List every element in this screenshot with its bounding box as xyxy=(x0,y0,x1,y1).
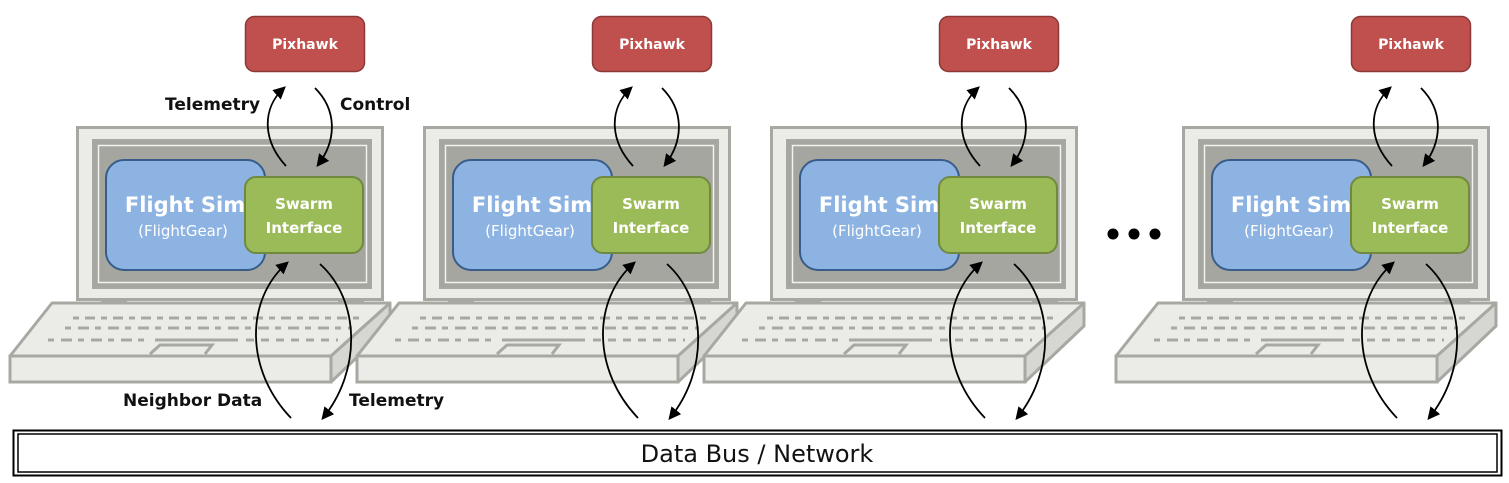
flight-sim-box: Flight Sim (FlightGear) xyxy=(452,159,613,271)
arrow-control-down xyxy=(1008,87,1027,168)
label-neighbor-data: Neighbor Data xyxy=(123,391,262,411)
base-side xyxy=(1023,301,1086,384)
arrow-control-down xyxy=(1420,87,1439,168)
hinge xyxy=(101,299,127,304)
arrow-control-down xyxy=(661,87,680,168)
hinge xyxy=(685,299,711,304)
label-telemetry-upper: Telemetry xyxy=(165,95,260,115)
hinge xyxy=(1032,299,1058,304)
base-front xyxy=(8,354,333,384)
pixhawk-label: Pixhawk xyxy=(619,37,685,53)
flight-sim-title: Flight Sim xyxy=(819,193,939,217)
arrow-control-down xyxy=(314,87,333,168)
laptop-base xyxy=(8,299,392,384)
flight-sim-title: Flight Sim xyxy=(472,193,592,217)
data-bus: Data Bus / Network xyxy=(12,429,1503,477)
pixhawk-box: Pixhawk xyxy=(1350,15,1472,73)
screen-bezel-line xyxy=(97,144,368,284)
data-bus-inner xyxy=(17,433,1498,473)
arrow-telemetry-down xyxy=(319,263,353,420)
laptop-base xyxy=(702,299,1086,384)
screen-bezel-line xyxy=(791,144,1062,284)
ellipsis-dot xyxy=(1107,228,1119,240)
arrow-telemetry-down xyxy=(666,263,700,420)
label-telemetry-lower: Telemetry xyxy=(349,391,444,411)
swarm-title-line2: Interface xyxy=(1372,219,1449,237)
data-flow-arrows xyxy=(602,86,700,420)
base-front xyxy=(1114,354,1439,384)
trackpad xyxy=(842,343,910,356)
arrow-neighbor-data-up xyxy=(255,261,292,419)
flight-sim-box: Flight Sim (FlightGear) xyxy=(105,159,266,271)
pixhawk-label: Pixhawk xyxy=(966,37,1032,53)
ellipsis-dot xyxy=(1128,228,1140,240)
trackpad xyxy=(1254,343,1322,356)
arrow-telemetry-up xyxy=(1372,86,1393,167)
trackpad xyxy=(148,343,216,356)
pixhawk-label: Pixhawk xyxy=(1378,37,1444,53)
hinge xyxy=(1444,299,1470,304)
arrow-telemetry-up xyxy=(960,86,981,167)
flight-sim-subtitle: (FlightGear) xyxy=(138,222,228,240)
laptop-base xyxy=(1114,299,1498,384)
arrow-neighbor-data-up xyxy=(949,261,986,419)
data-bus-outer xyxy=(12,429,1503,477)
pixhawk-box: Pixhawk xyxy=(591,15,713,73)
arrow-neighbor-data-up xyxy=(1361,261,1398,419)
base-front xyxy=(355,354,680,384)
pixhawk-label: Pixhawk xyxy=(272,37,338,53)
base-side xyxy=(1435,301,1498,384)
flight-sim-subtitle: (FlightGear) xyxy=(485,222,575,240)
hinge xyxy=(1207,299,1233,304)
arrow-neighbor-data-up xyxy=(602,261,639,419)
swarm-title-line2: Interface xyxy=(613,219,690,237)
hinge xyxy=(795,299,821,304)
arrow-telemetry-up xyxy=(266,86,287,167)
data-flow-arrows xyxy=(949,86,1047,420)
flight-sim-box: Flight Sim (FlightGear) xyxy=(1211,159,1372,271)
arrow-telemetry-down xyxy=(1425,263,1459,420)
swarm-title-line2: Interface xyxy=(960,219,1037,237)
pixhawk-box: Pixhawk xyxy=(244,15,366,73)
swarm-title-line1: Swarm xyxy=(275,195,333,213)
screen-bezel-line xyxy=(1203,144,1474,284)
hinge xyxy=(338,299,364,304)
base-front xyxy=(702,354,1027,384)
laptop-base xyxy=(355,299,739,384)
flight-sim-subtitle: (FlightGear) xyxy=(832,222,922,240)
ellipsis-dot xyxy=(1149,228,1161,240)
swarm-title-line1: Swarm xyxy=(969,195,1027,213)
swarm-title-line2: Interface xyxy=(266,219,343,237)
screen-bezel-line xyxy=(444,144,715,284)
arrow-telemetry-down xyxy=(1013,263,1047,420)
data-flow-arrows xyxy=(255,86,353,420)
flight-sim-subtitle: (FlightGear) xyxy=(1244,222,1334,240)
pixhawk-box: Pixhawk xyxy=(938,15,1060,73)
data-flow-arrows xyxy=(1361,86,1459,420)
swarm-title-line1: Swarm xyxy=(622,195,680,213)
flight-sim-title: Flight Sim xyxy=(1231,193,1351,217)
label-control: Control xyxy=(340,95,410,115)
hinge xyxy=(448,299,474,304)
flight-sim-box: Flight Sim (FlightGear) xyxy=(799,159,960,271)
flight-sim-title: Flight Sim xyxy=(125,193,245,217)
arrow-telemetry-up xyxy=(613,86,634,167)
ellipsis-dots xyxy=(1107,228,1161,240)
trackpad xyxy=(495,343,563,356)
data-bus-label: Data Bus / Network xyxy=(641,440,874,468)
swarm-title-line1: Swarm xyxy=(1381,195,1439,213)
